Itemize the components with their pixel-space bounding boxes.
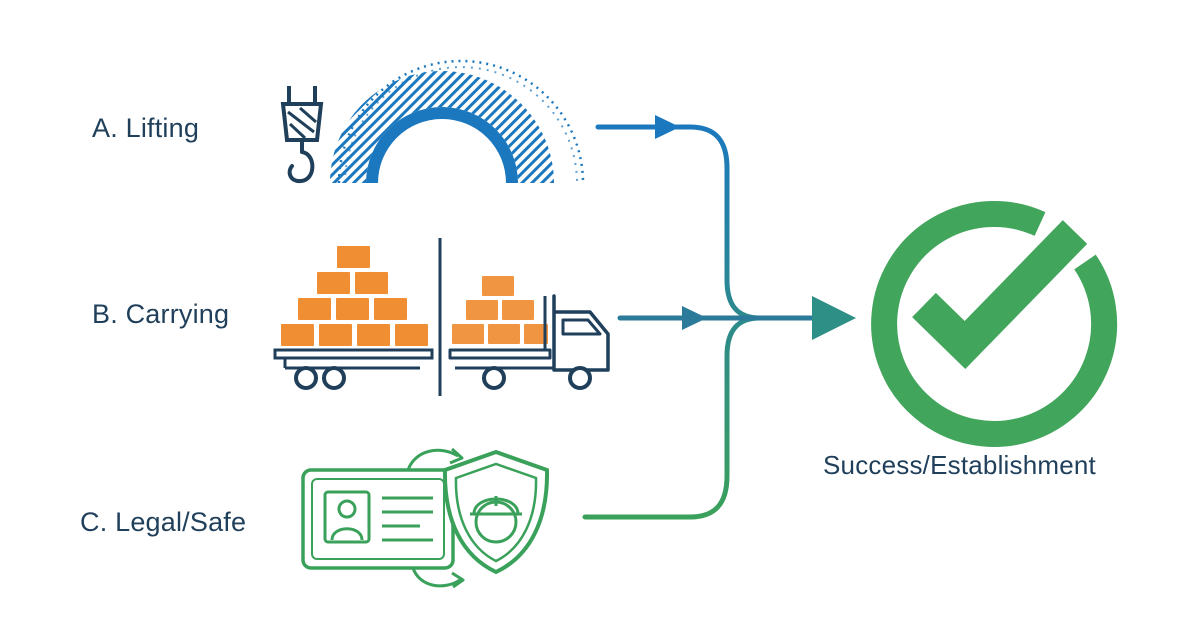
flatbed-trailer xyxy=(273,348,434,390)
crane-hook-icon xyxy=(280,86,324,184)
safety-shield-icon xyxy=(442,449,550,575)
id-card-icon xyxy=(301,468,455,570)
hard-hat-worker-icon xyxy=(470,496,522,544)
lifting-arc-graphic xyxy=(330,59,585,184)
check-circle-icon xyxy=(871,201,1118,447)
cycle-arrows-icon xyxy=(406,447,465,589)
result-label: Success/Establishment xyxy=(823,450,1096,480)
stage-label-lifting: A. Lifting xyxy=(92,113,200,143)
truck-icon xyxy=(448,294,610,390)
brick-stack-left xyxy=(281,246,428,346)
flow-connectors xyxy=(582,124,823,520)
stage-label-carrying: B. Carrying xyxy=(92,299,230,329)
arrow-carrying-mid-head xyxy=(682,306,707,330)
arrow-lifting-head xyxy=(655,115,680,139)
stage-label-legal-safe: C. Legal/Safe xyxy=(80,507,247,537)
brick-stack-right xyxy=(452,276,548,344)
arrow-heads xyxy=(655,115,856,340)
arrow-main-head xyxy=(812,296,856,340)
